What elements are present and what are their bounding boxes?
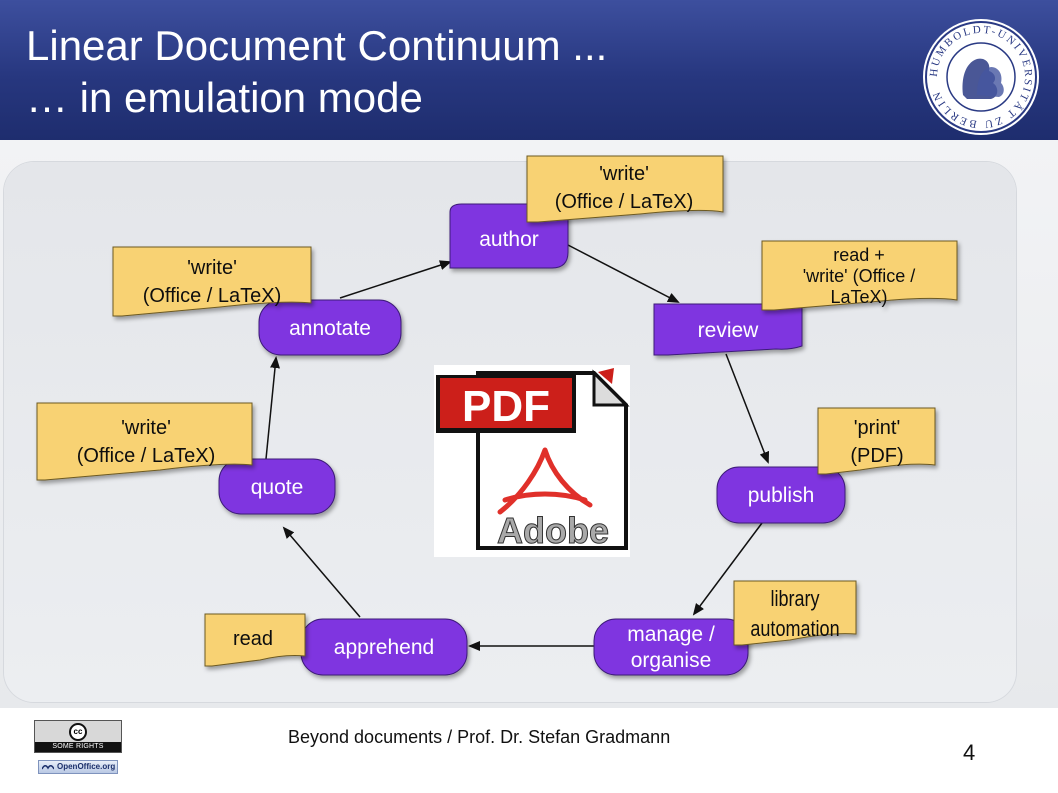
node-annotate: annotate [258, 299, 402, 356]
pdf-brand-label: Adobe [497, 510, 609, 551]
note-annotate-line-1: 'write' [187, 257, 237, 279]
openoffice-gull-icon [42, 765, 54, 770]
acrobat-logo-icon [497, 447, 593, 515]
cc-logo-icon: cc [69, 723, 87, 741]
note-manage-line-1: library [770, 587, 820, 611]
note-manage-line-2: automation [750, 617, 839, 641]
note-author: 'write' (Office / LaTeX) [526, 155, 724, 223]
node-manage-label-line-2: organise [631, 649, 712, 672]
node-quote-label: quote [251, 476, 304, 499]
footer-caption: Beyond documents / Prof. Dr. Stefan Grad… [288, 727, 671, 747]
page-number: 4 [963, 740, 976, 765]
node-apprehend: apprehend [300, 618, 468, 676]
node-quote: quote [218, 458, 336, 515]
openoffice-badge-text: OpenOffice.org [57, 762, 116, 771]
creative-commons-badge[interactable]: cc SOME RIGHTS RESERVED [34, 720, 122, 760]
node-publish: publish [716, 466, 846, 524]
arrow-publish-to-manage [692, 522, 763, 616]
slide-header: Linear Document Continuum ... … in emula… [0, 0, 1058, 140]
arrow-quote-to-annotate [265, 356, 280, 460]
note-author-line-2: (Office / LaTeX) [555, 191, 694, 213]
note-quote-line-2: (Office / LaTeX) [77, 445, 216, 467]
note-author-line-1: 'write' [599, 163, 649, 185]
arrow-author-to-review [567, 244, 680, 303]
note-publish: 'print' (PDF) [817, 407, 936, 475]
note-quote-line-1: 'write' [121, 417, 171, 439]
node-review: review [653, 303, 803, 356]
node-apprehend-label: apprehend [334, 636, 434, 659]
note-annotate: 'write' (Office / LaTeX) [112, 246, 312, 317]
note-publish-line-1: 'print' [854, 417, 901, 439]
cycle-arrows [265, 244, 770, 651]
note-apprehend-label: read [233, 628, 273, 650]
openoffice-badge[interactable]: OpenOffice.org [38, 760, 118, 774]
arrow-apprehend-to-quote [282, 526, 361, 618]
note-review-line-2: 'write' (Office / [803, 266, 916, 286]
node-author-label: author [479, 228, 539, 251]
note-publish-line-2: (PDF) [850, 445, 903, 467]
node-annotate-label: annotate [289, 317, 371, 340]
note-annotate-line-2: (Office / LaTeX) [143, 285, 282, 307]
node-manage-label-line-1: manage / [627, 623, 715, 646]
node-publish-label: publish [748, 484, 815, 507]
pdf-badge-label: PDF [462, 382, 550, 431]
arrow-annotate-to-author [339, 260, 452, 299]
slide-title-line-2: … in emulation mode [26, 74, 423, 121]
node-manage-organise: manage / organise [593, 618, 749, 676]
slide-title-line-1: Linear Document Continuum ... [26, 22, 608, 69]
cc-badge-text: SOME RIGHTS RESERVED [35, 742, 121, 760]
pdf-file-icon: PDF Adobe [434, 365, 630, 557]
note-manage: library automation [733, 580, 857, 646]
university-seal-logo: HUMBOLDT-UNIVERSITÄT ZU BERLIN [923, 19, 1039, 135]
arrow-review-to-publish [725, 353, 770, 464]
note-apprehend: read [204, 613, 306, 667]
note-review-line-1: read + [833, 245, 885, 265]
note-review: read + 'write' (Office / LaTeX) [761, 240, 958, 311]
note-quote: 'write' (Office / LaTeX) [36, 402, 253, 481]
node-review-label: review [698, 319, 760, 342]
note-review-line-3: LaTeX) [830, 287, 887, 307]
